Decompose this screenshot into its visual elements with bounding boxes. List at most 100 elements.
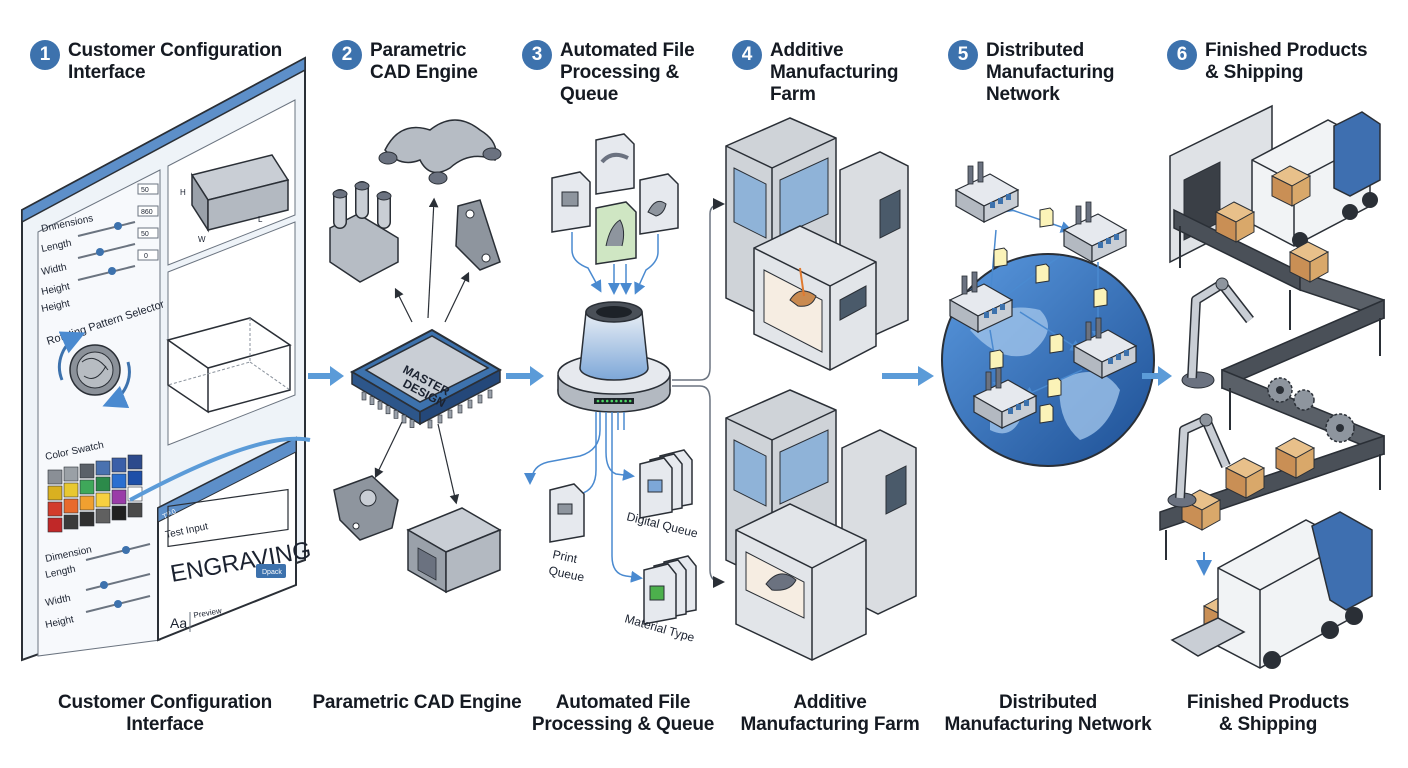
svg-text:L: L — [258, 215, 263, 224]
document-icon — [1093, 287, 1108, 308]
svg-text:50: 50 — [141, 231, 149, 238]
ok-button[interactable] — [256, 564, 286, 578]
color-swatch[interactable] — [63, 514, 79, 530]
shipping-box — [1270, 165, 1312, 207]
funnel-input-lines — [571, 232, 659, 295]
color-swatch[interactable] — [79, 463, 95, 479]
color-swatch[interactable] — [79, 511, 95, 527]
color-swatch[interactable] — [47, 517, 63, 533]
queue-output-lines — [524, 412, 643, 583]
svg-text:Dpack: Dpack — [262, 569, 282, 576]
svg-text:50: 50 — [141, 187, 149, 194]
color-swatch-panel: Color Swatch — [44, 440, 143, 533]
step-4-caption: Additive Manufacturing Farm — [740, 692, 920, 735]
step-arrow-1-2 — [308, 366, 344, 386]
box-preview-wireframe — [166, 317, 292, 414]
factory-icon — [972, 367, 1038, 430]
step-1-badge: 1 — [30, 40, 60, 70]
color-swatch[interactable] — [47, 501, 63, 517]
master-design-chip: MASTER DESIGN — [349, 328, 503, 429]
robot-arm-lower — [1167, 413, 1231, 508]
step-3-caption: Automated File Processing & Queue — [531, 692, 715, 735]
digital-queue: Digital Queue — [625, 449, 700, 541]
step-3-title: Automated File Processing & Queue — [560, 40, 695, 105]
color-swatch[interactable] — [79, 479, 95, 495]
material-type-queue: Material Type — [623, 555, 697, 645]
file-icon-cube — [551, 171, 591, 233]
farm-feed-lines — [672, 198, 725, 588]
document-icon — [1039, 403, 1054, 424]
popup-link-arrow — [129, 436, 311, 502]
shipping-box — [1274, 437, 1316, 479]
color-swatch[interactable] — [111, 457, 127, 473]
processing-funnel — [557, 301, 671, 413]
color-swatch[interactable] — [95, 476, 111, 492]
step-6-title: Finished Products & Shipping — [1205, 40, 1368, 83]
factory-icon — [1062, 201, 1128, 264]
step-5-caption: Distributed Manufacturing Network — [944, 692, 1152, 735]
color-swatch[interactable] — [95, 508, 111, 524]
step-4-badge: 4 — [732, 40, 762, 70]
text-input-popup: TP.0 Test Input ENGRAVING Dpack Aa Previ… — [157, 436, 313, 642]
shipping-box — [1214, 201, 1256, 243]
factory-icon — [948, 271, 1014, 334]
step-2-heading: 2 Parametric CAD Engine — [332, 40, 478, 84]
step-4-title: Additive Manufacturing Farm — [770, 40, 899, 105]
pipe-manifold-part — [329, 181, 399, 283]
network-factories — [948, 161, 1138, 430]
printer-upper-group — [725, 117, 909, 371]
bracket-part — [455, 199, 501, 271]
shipping-box — [1288, 241, 1330, 283]
gears — [1267, 377, 1355, 443]
svg-text:W: W — [198, 235, 206, 244]
color-swatch[interactable] — [127, 454, 143, 470]
factory-icon — [1072, 317, 1138, 380]
step-4-heading: 4 Additive Manufacturing Farm — [732, 40, 898, 106]
color-swatch[interactable] — [47, 485, 63, 501]
color-swatch[interactable] — [63, 498, 79, 514]
color-swatch[interactable] — [111, 505, 127, 521]
input-file-icons — [551, 133, 679, 265]
document-icon — [1035, 263, 1050, 284]
document-icon — [1047, 377, 1062, 398]
enclosure-part — [406, 507, 502, 594]
svg-text:860: 860 — [141, 209, 153, 216]
color-swatch[interactable] — [95, 492, 111, 508]
network-document-icons — [989, 207, 1108, 424]
step-arrow-5-6 — [1142, 366, 1172, 386]
color-swatch[interactable] — [111, 473, 127, 489]
color-swatch[interactable] — [63, 466, 79, 482]
svg-text:Aa: Aa — [170, 615, 187, 631]
file-icon-manifold — [595, 133, 635, 195]
document-icon — [1039, 207, 1054, 228]
truck-upper — [1251, 111, 1381, 248]
svg-text:H: H — [180, 188, 186, 197]
file-icon-bracket — [639, 173, 679, 235]
step-6-caption: Finished Products & Shipping — [1186, 692, 1350, 735]
color-swatch[interactable] — [127, 470, 143, 486]
color-swatches — [47, 454, 143, 533]
color-swatch[interactable] — [95, 460, 111, 476]
step-1-title: Customer Configuration Interface — [68, 40, 283, 83]
svg-text:0: 0 — [144, 253, 148, 260]
step-2-badge: 2 — [332, 40, 362, 70]
color-swatch[interactable] — [47, 469, 63, 485]
mount-plate-part — [333, 475, 399, 541]
print-queue: Print Queue — [547, 483, 586, 584]
cad-output-arrows — [374, 197, 470, 505]
color-swatch[interactable] — [79, 495, 95, 511]
printer-lower-group — [725, 389, 917, 661]
color-swatch[interactable] — [127, 502, 143, 518]
color-swatch[interactable] — [111, 489, 127, 505]
color-swatch[interactable] — [63, 482, 79, 498]
step-3-badge: 3 — [522, 40, 552, 70]
factory-icon — [954, 161, 1020, 224]
step-3-heading: 3 Automated File Processing & Queue — [522, 40, 695, 106]
robot-arm-upper — [1181, 277, 1254, 389]
step-1-heading: 1 Customer Configuration Interface — [30, 40, 282, 84]
step-6-badge: 6 — [1167, 40, 1197, 70]
shipping-box — [1180, 489, 1222, 531]
step-5-heading: 5 Distributed Manufacturing Network — [948, 40, 1114, 106]
svg-text:Print: Print — [551, 547, 579, 566]
